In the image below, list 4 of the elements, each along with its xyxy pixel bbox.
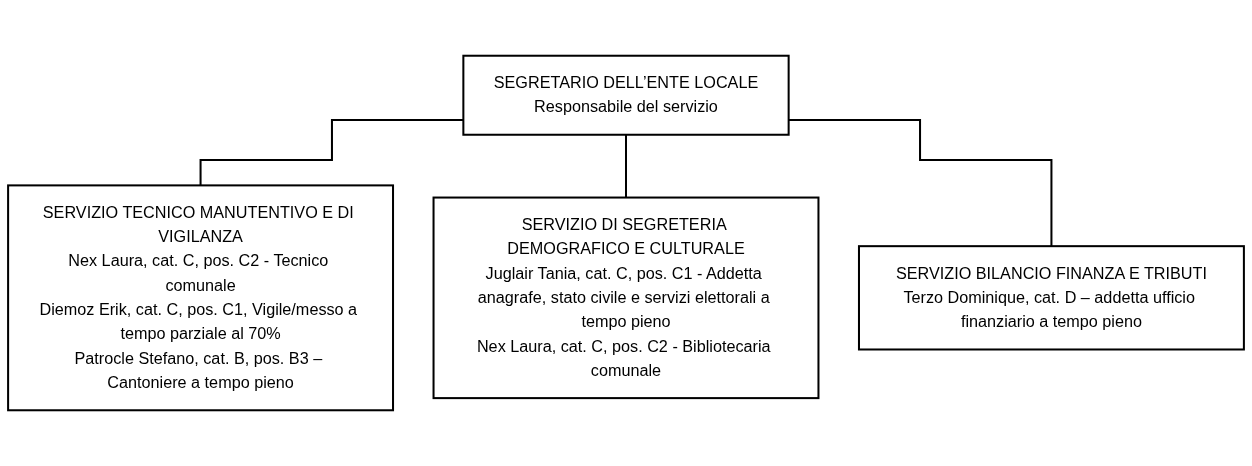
node-box: SERVIZIO DI SEGRETERIA DEMOGRAFICO E CULTURALE Juglair Tania, cat. C, pos. C1 - Addetta anagrafe, stato civile e servizi elettorali a tempo pieno Nex Laura, cat. C, pos. C2 - Bibliotecaria comunale — [432, 196, 820, 400]
node-box: SERVIZIO BILANCIO FINANZA E TRIBUTI Terzo Dominique, cat. D – addetta ufficio finanziario a tempo pieno — [857, 245, 1245, 351]
node-box: SERVIZIO TECNICO MANUTENTIVO E DI VIGILANZA Nex Laura, cat. C, pos. C2 - Tecnico comunale Diemoz Erik, cat. C, pos. C1, Vigile/messo a tempo parziale al 70% Patrocle Stefano, cat. B, pos. B3 – Cantoniere a tempo pieno — [7, 184, 395, 412]
node-box: SEGRETARIO DELL’ENTE LOCALE Responsabile del servizio — [462, 54, 790, 136]
